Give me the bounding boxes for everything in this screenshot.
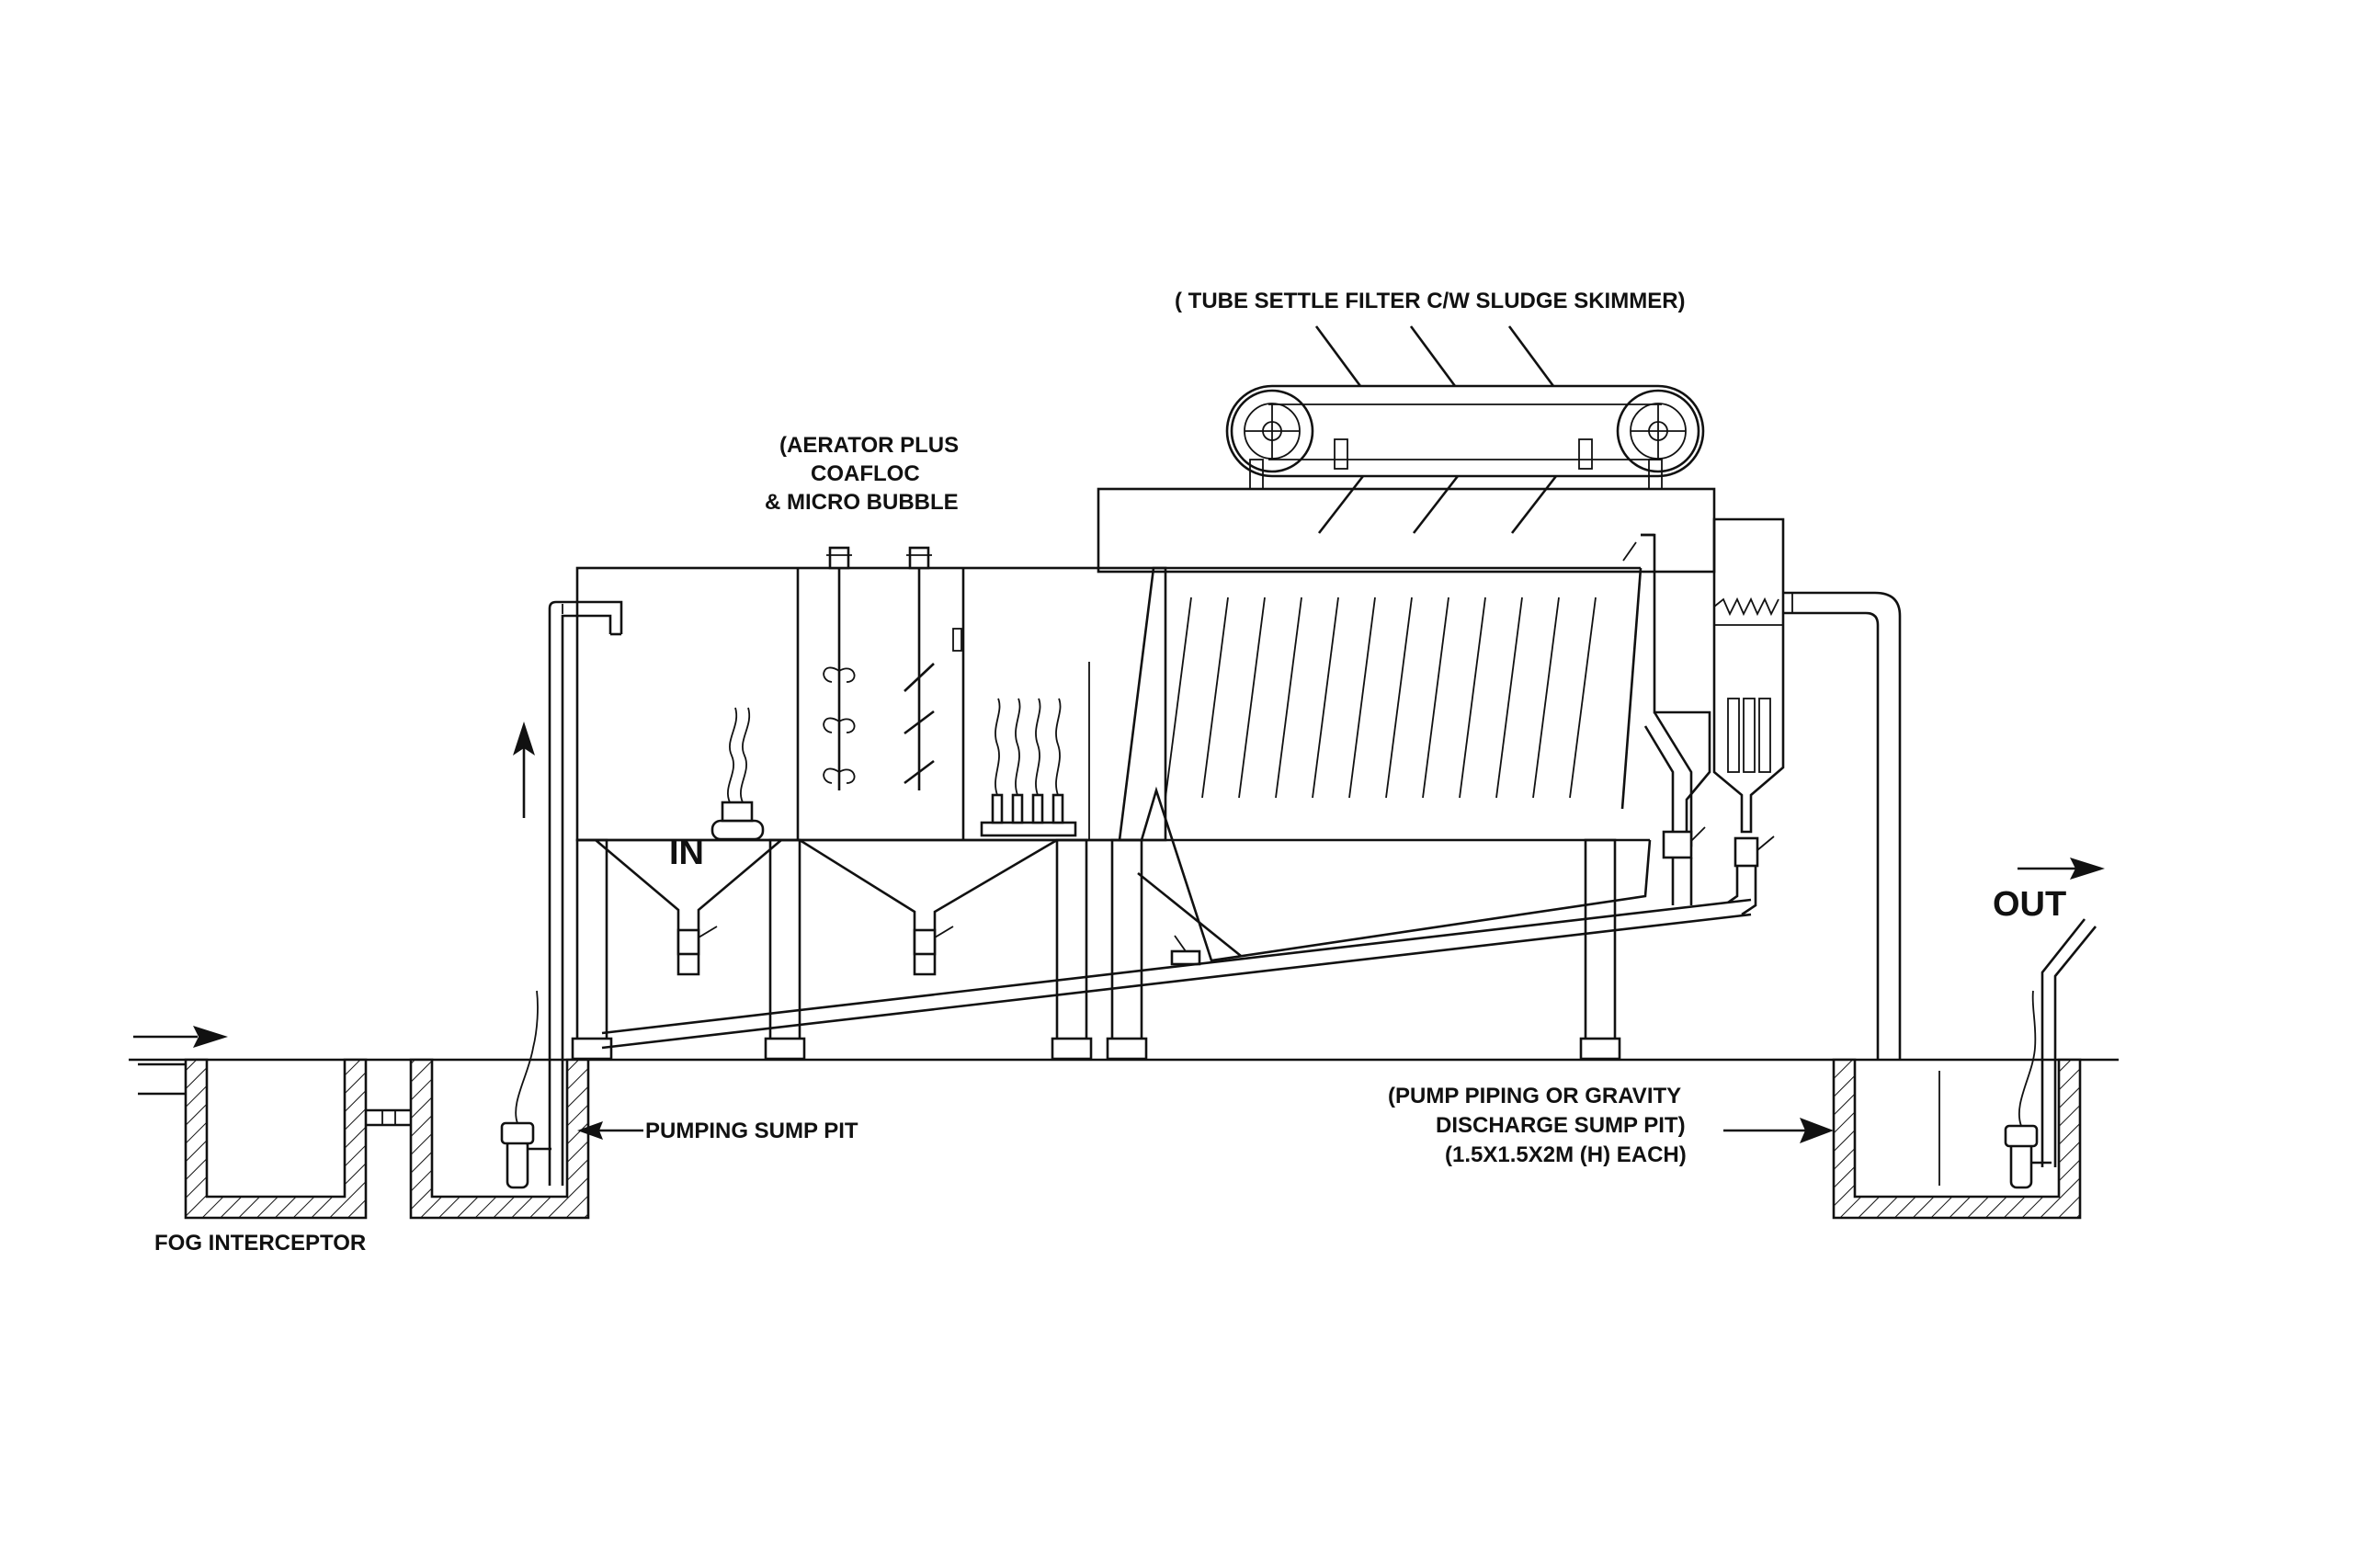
sludge-skimmer-conveyor <box>1225 384 1705 490</box>
filter-section <box>1622 517 1785 855</box>
inlet-pipe <box>138 1062 188 1096</box>
micro-bubble-diffusers <box>980 698 1077 837</box>
submersible-pump-left <box>500 990 551 1189</box>
aerator-label-line-1: (AERATOR PLUS <box>779 433 959 458</box>
support-legs <box>571 838 1621 1061</box>
discharge-label-line-2: DISCHARGE SUMP PIT) <box>1436 1113 1686 1138</box>
sludge-hopper-right-1 <box>1643 711 1706 905</box>
fog-interceptor-pit <box>184 1058 368 1220</box>
sludge-hopper-right-2 <box>1727 835 1775 916</box>
mixer-2 <box>904 546 935 790</box>
inlet-arrow <box>133 1026 228 1048</box>
aeration-chamber-body <box>575 566 1167 842</box>
inlet-label: IN <box>669 834 704 872</box>
riser-pipe <box>548 600 623 1186</box>
sludge-collection-pipe <box>601 898 1752 1050</box>
pumping-sump-label: PUMPING SUMP PIT <box>645 1119 858 1143</box>
outlet-label: OUT <box>1993 885 2066 924</box>
tube-settler-media <box>1165 597 1597 799</box>
up-arrow <box>513 722 535 818</box>
discharge-pointer <box>1723 1118 1834 1143</box>
submersible-pump-right <box>2004 918 2097 1189</box>
mixer-1 <box>823 546 856 790</box>
sludge-hopper-2 <box>799 838 1058 976</box>
connecting-pipe <box>366 1108 411 1127</box>
diffuser-unit-1 <box>710 707 765 841</box>
sludge-hopper-3 <box>1137 871 1242 966</box>
discharge-sump-pit <box>1832 1058 2082 1220</box>
sludge-hopper-1 <box>595 839 782 976</box>
fog-interceptor-label: FOG INTERCEPTOR <box>154 1231 366 1256</box>
aerator-label-line-2: COAFLOC <box>811 461 920 486</box>
aerator-label-line-3: & MICRO BUBBLE <box>765 490 959 515</box>
discharge-label-line-3: (1.5X1.5X2M (H) EACH) <box>1445 1142 1687 1167</box>
pump-sump-pointer <box>577 1121 643 1140</box>
tube-settler-tank <box>1097 487 1716 962</box>
pumping-sump-pit <box>409 1058 590 1220</box>
skimmer-scraper-blades <box>1314 325 1558 534</box>
outlet-pipe <box>1783 591 1902 1060</box>
discharge-label-line-1: (PUMP PIPING OR GRAVITY <box>1388 1084 1681 1108</box>
tube-settler-label: ( TUBE SETTLE FILTER C/W SLUDGE SKIMMER) <box>1175 289 1686 313</box>
out-arrow <box>2018 858 2105 880</box>
